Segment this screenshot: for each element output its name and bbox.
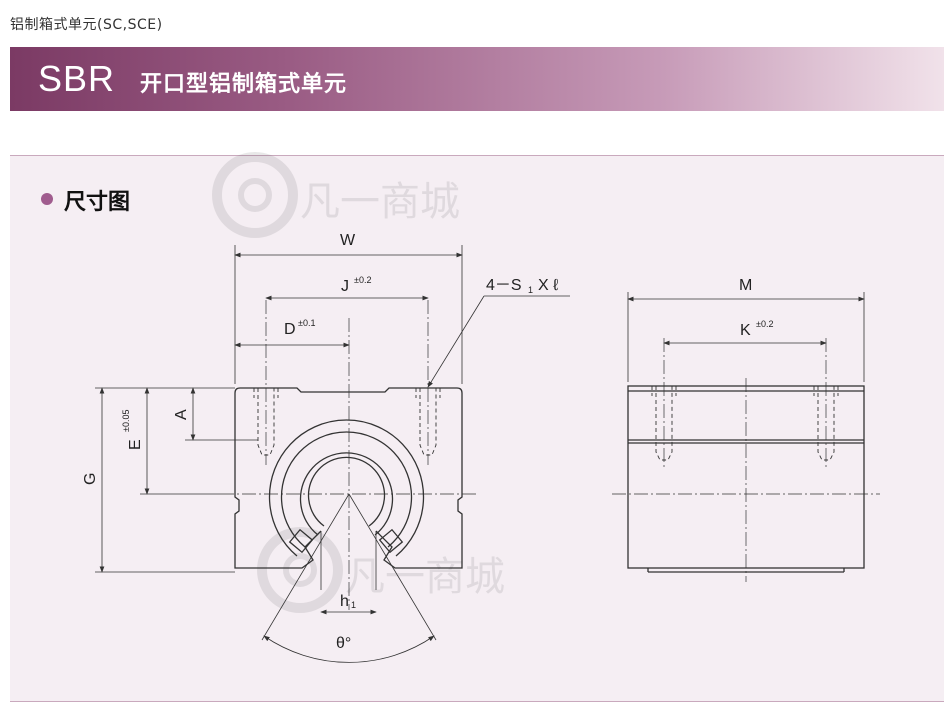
dim-A: A bbox=[173, 409, 190, 420]
dim-E-tol: ±0.05 bbox=[121, 410, 131, 432]
dim-J: J bbox=[341, 278, 349, 295]
section-title: 尺寸图 bbox=[64, 190, 131, 215]
dimension-panel bbox=[10, 155, 944, 702]
page-caption: 铝制箱式单元(SC,SCE) bbox=[10, 17, 163, 33]
product-code: SBR bbox=[38, 58, 116, 99]
front-view bbox=[220, 300, 478, 610]
dim-K: K bbox=[740, 322, 751, 339]
dim-G: G bbox=[82, 473, 99, 485]
dim-W: W bbox=[340, 232, 356, 249]
dim-theta: θ° bbox=[336, 635, 351, 652]
dim-h-sub: 1 bbox=[351, 600, 356, 610]
dim-S-sub: 1 bbox=[528, 285, 533, 295]
side-view bbox=[612, 338, 880, 582]
dim-K-tol: ±0.2 bbox=[756, 319, 773, 329]
product-title: 开口型铝制箱式单元 bbox=[140, 72, 348, 97]
watermark-text-2: 凡一商城 bbox=[345, 554, 505, 600]
header-band bbox=[10, 47, 944, 111]
dim-S-prefix: 4－S bbox=[486, 277, 522, 294]
dim-S-suffix: X ℓ bbox=[538, 277, 558, 294]
dim-M: M bbox=[739, 277, 752, 294]
side-labels: M K ±0.2 bbox=[739, 277, 773, 339]
dim-h: h bbox=[340, 593, 349, 610]
dim-D: D bbox=[284, 321, 296, 338]
dim-E: E bbox=[127, 439, 144, 450]
side-dimension-lines bbox=[627, 292, 865, 382]
bullet-icon bbox=[41, 193, 53, 205]
front-labels: W J ±0.2 D ±0.1 4－S 1 X ℓ A E ±0.05 G h … bbox=[82, 232, 558, 652]
watermark-text: 凡一商城 bbox=[300, 179, 460, 225]
watermark: 凡一商城 凡一商城 bbox=[212, 152, 505, 613]
front-dimension-lines bbox=[95, 245, 570, 663]
dim-D-tol: ±0.1 bbox=[298, 318, 315, 328]
dim-J-tol: ±0.2 bbox=[354, 275, 371, 285]
